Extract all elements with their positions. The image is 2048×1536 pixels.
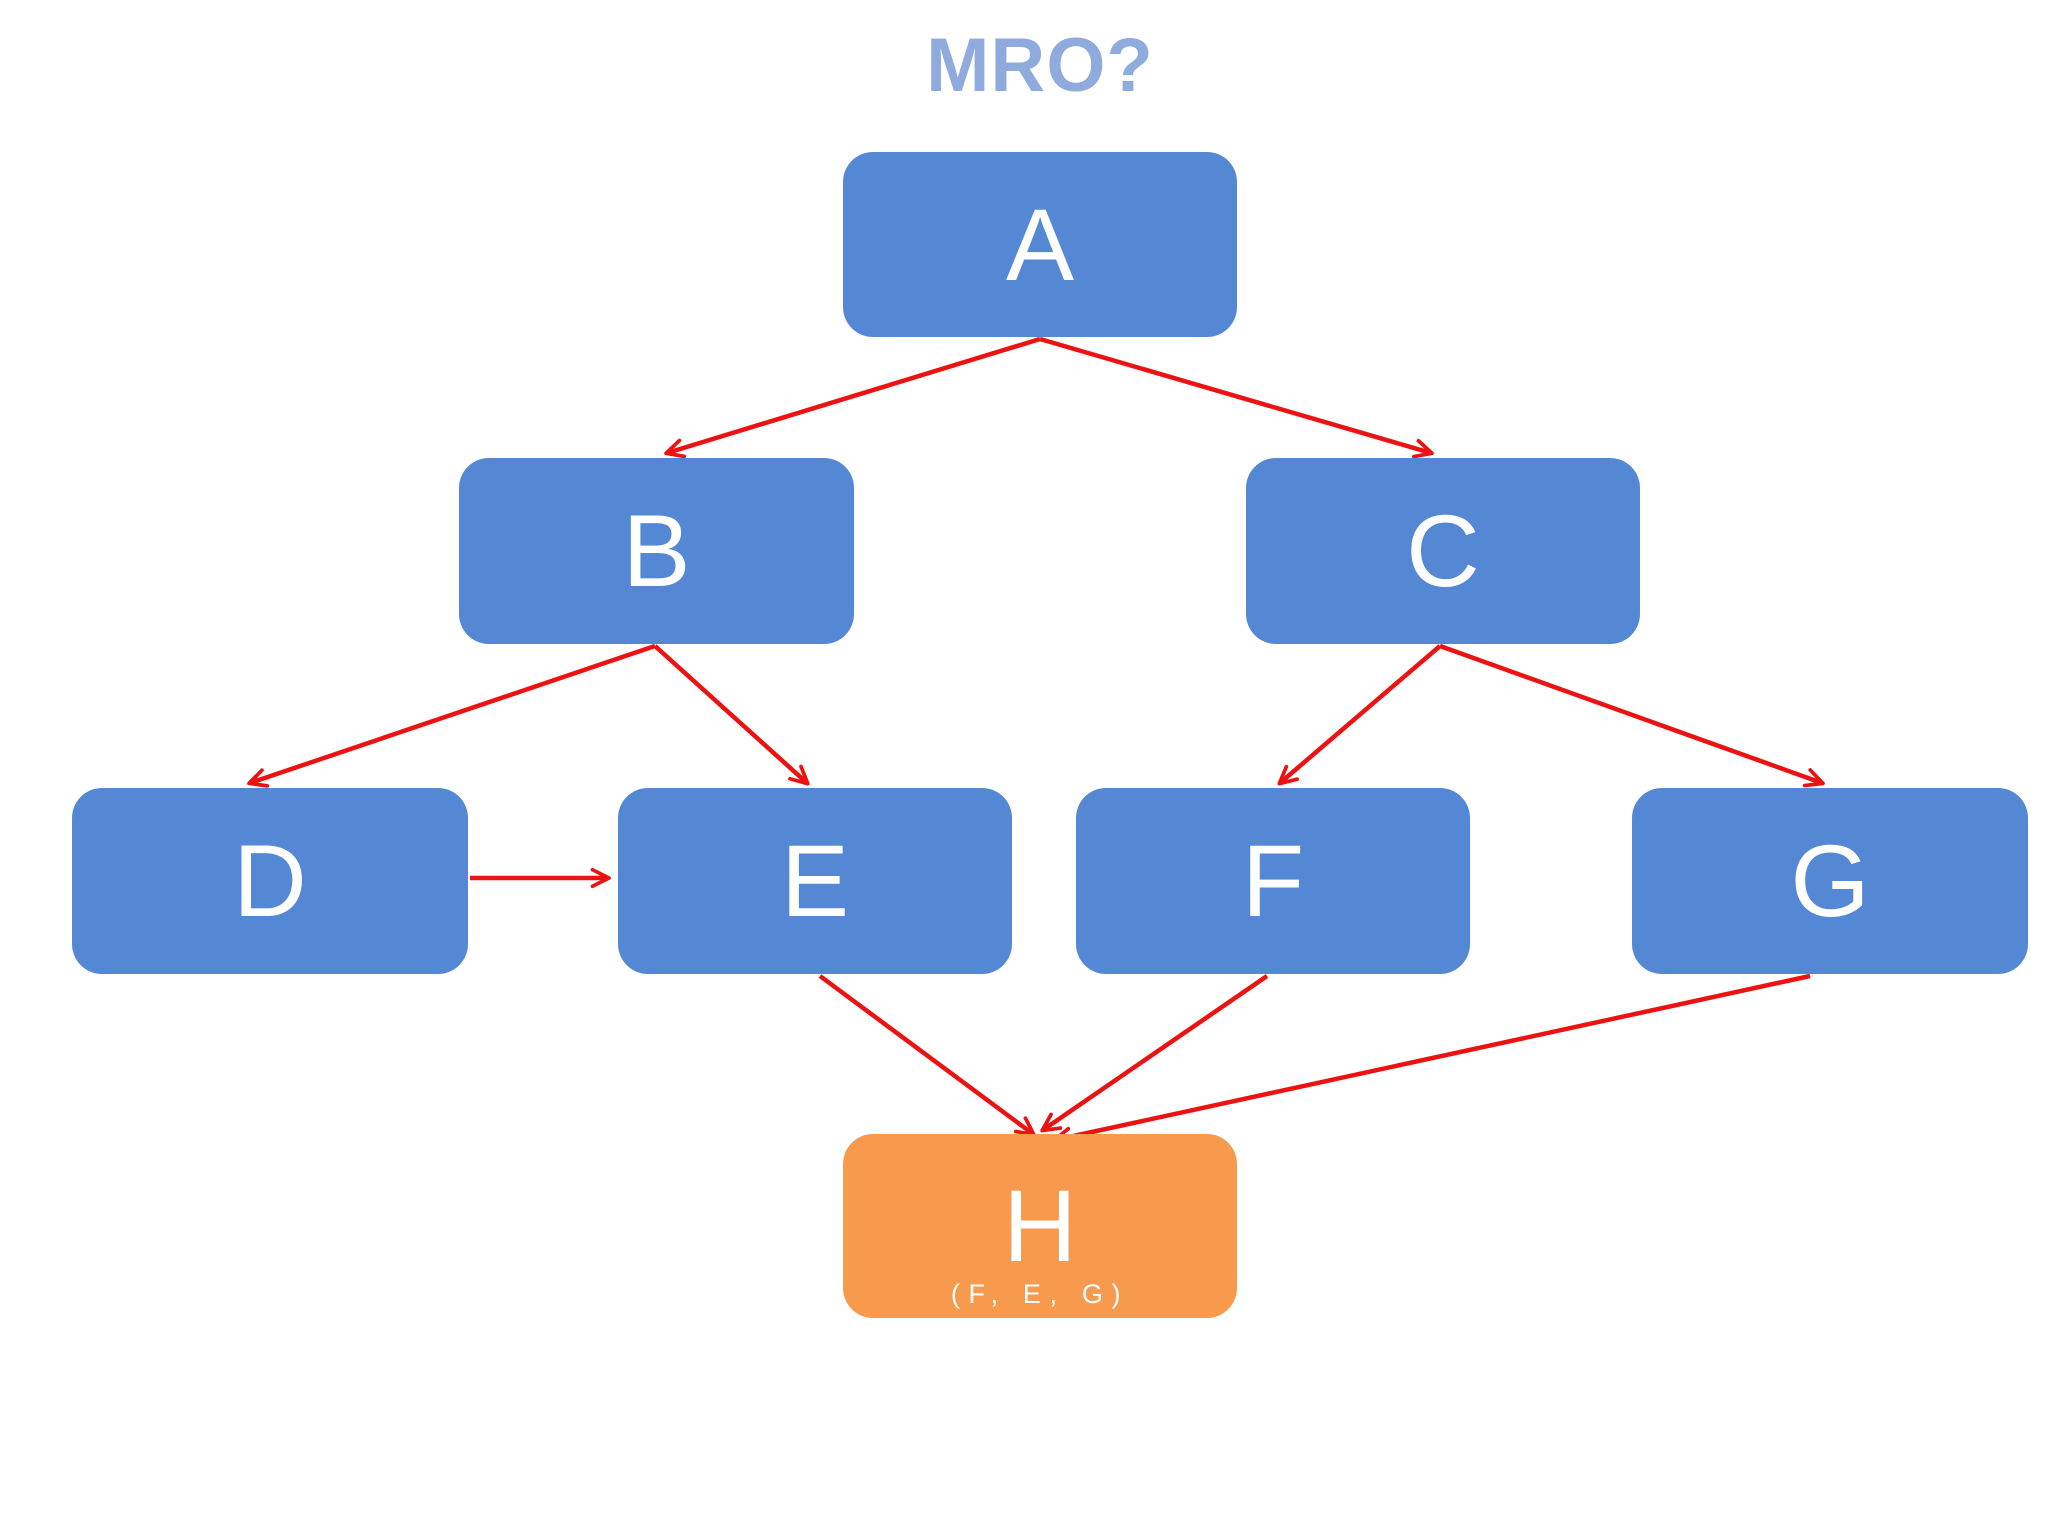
- class-node-b: B: [459, 458, 854, 644]
- class-node-f: F: [1076, 788, 1470, 974]
- arrow-b-to-e: [653, 644, 810, 786]
- node-h-mro-sublabel: (F, E, G): [950, 1279, 1130, 1309]
- class-node-d: D: [72, 788, 468, 974]
- class-node-h: H (F, E, G): [843, 1134, 1237, 1318]
- node-b-label: B: [622, 494, 691, 608]
- node-d-label: D: [233, 824, 307, 938]
- arrow-a-to-b: [664, 336, 1041, 459]
- arrow-a-to-c: [1039, 336, 1434, 459]
- diagram-title: MRO?: [926, 23, 1154, 108]
- class-node-e: E: [618, 788, 1012, 974]
- arrow-e-to-h: [818, 974, 1036, 1137]
- node-c-label: C: [1406, 494, 1480, 608]
- class-node-g: G: [1632, 788, 2028, 974]
- node-h-label: H: [1003, 1169, 1077, 1283]
- arrow-f-to-h: [1040, 974, 1269, 1133]
- arrow-b-to-d: [247, 643, 656, 788]
- node-f-label: F: [1241, 824, 1305, 938]
- class-node-c: C: [1246, 458, 1640, 644]
- arrow-c-to-g: [1439, 643, 1825, 788]
- node-a-label: A: [1005, 187, 1075, 302]
- arrow-g-to-h: [1052, 973, 1811, 1147]
- arrow-c-to-f: [1277, 644, 1442, 786]
- node-g-label: G: [1790, 824, 1870, 938]
- node-e-label: E: [780, 824, 850, 938]
- class-node-a: A: [843, 152, 1237, 337]
